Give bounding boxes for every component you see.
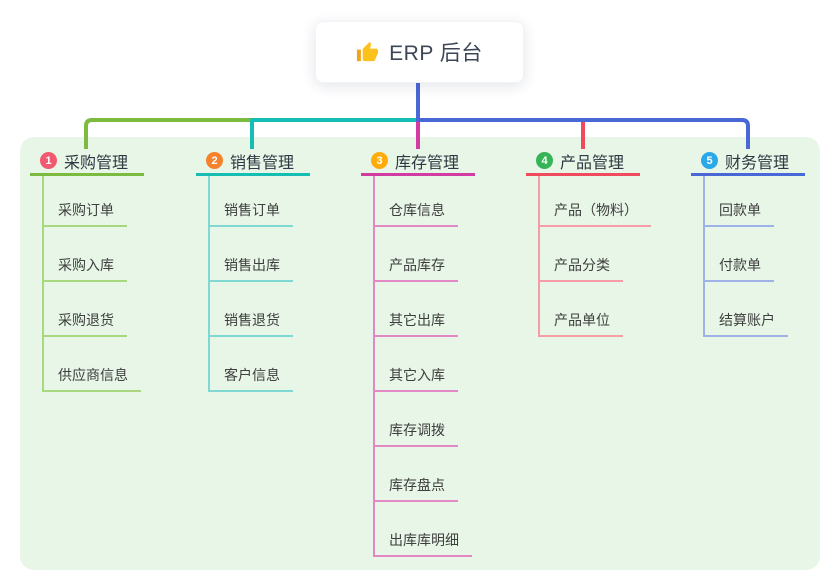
branch-label: 财务管理 [725, 154, 790, 172]
child-label: 库存调拨 [375, 420, 458, 447]
child-node[interactable]: 库存盘点 [375, 447, 472, 502]
child-node[interactable]: 客户信息 [210, 337, 293, 392]
child-node[interactable]: 采购入库 [44, 227, 141, 282]
child-label: 产品（物料） [540, 200, 651, 227]
branch-label: 库存管理 [395, 154, 460, 172]
child-label: 采购退货 [44, 310, 127, 337]
branch-product: 4 产品管理 产品（物料） 产品分类 产品单位 [526, 148, 686, 337]
branch-label: 销售管理 [230, 154, 295, 172]
branch-label: 产品管理 [560, 154, 625, 172]
child-node[interactable]: 供应商信息 [44, 337, 141, 392]
branch-badge: 1 [40, 152, 57, 169]
branch-children: 销售订单 销售出库 销售退货 客户信息 [208, 176, 293, 392]
child-label: 产品分类 [540, 255, 623, 282]
branch-children: 仓库信息 产品库存 其它出库 其它入库 库存调拨 库存盘点 出库库明细 [373, 176, 472, 557]
branch-header-finance[interactable]: 5 财务管理 [691, 148, 805, 176]
child-label: 仓库信息 [375, 200, 458, 227]
branch-header-purchase[interactable]: 1 采购管理 [30, 148, 144, 176]
child-node[interactable]: 销售出库 [210, 227, 293, 282]
child-label: 其它入库 [375, 365, 458, 392]
child-node[interactable]: 结算账户 [705, 282, 788, 337]
child-node[interactable]: 出库库明细 [375, 502, 472, 557]
child-node[interactable]: 库存调拨 [375, 392, 472, 447]
child-label: 客户信息 [210, 365, 293, 392]
branch-header-product[interactable]: 4 产品管理 [526, 148, 640, 176]
child-label: 产品库存 [375, 255, 458, 282]
child-label: 供应商信息 [44, 365, 141, 392]
child-node[interactable]: 产品分类 [540, 227, 651, 282]
thumbs-up-icon [357, 41, 379, 61]
child-node[interactable]: 产品（物料） [540, 176, 651, 227]
child-node[interactable]: 产品库存 [375, 227, 472, 282]
branch-sales: 2 销售管理 销售订单 销售出库 销售退货 客户信息 [196, 148, 356, 392]
child-label: 付款单 [705, 255, 774, 282]
child-label: 回款单 [705, 200, 774, 227]
child-node[interactable]: 采购退货 [44, 282, 141, 337]
child-label: 出库库明细 [375, 530, 472, 557]
branch-badge: 3 [371, 152, 388, 169]
child-node[interactable]: 销售订单 [210, 176, 293, 227]
child-label: 结算账户 [705, 310, 788, 337]
branch-badge: 5 [701, 152, 718, 169]
branch-badge: 2 [206, 152, 223, 169]
branch-header-sales[interactable]: 2 销售管理 [196, 148, 310, 176]
child-node[interactable]: 回款单 [705, 176, 788, 227]
child-node[interactable]: 仓库信息 [375, 176, 472, 227]
branch-header-inventory[interactable]: 3 库存管理 [361, 148, 475, 176]
branch-children: 产品（物料） 产品分类 产品单位 [538, 176, 651, 337]
branch-badge: 4 [536, 152, 553, 169]
child-node[interactable]: 产品单位 [540, 282, 651, 337]
child-node[interactable]: 销售退货 [210, 282, 293, 337]
root-title: ERP 后台 [389, 42, 483, 65]
child-label: 销售退货 [210, 310, 293, 337]
branch-label: 采购管理 [64, 154, 129, 172]
child-node[interactable]: 采购订单 [44, 176, 141, 227]
child-node[interactable]: 付款单 [705, 227, 788, 282]
branches-panel [20, 137, 820, 570]
child-label: 采购入库 [44, 255, 127, 282]
child-label: 产品单位 [540, 310, 623, 337]
branch-children: 回款单 付款单 结算账户 [703, 176, 788, 337]
child-label: 销售订单 [210, 200, 293, 227]
child-label: 销售出库 [210, 255, 293, 282]
child-node[interactable]: 其它入库 [375, 337, 472, 392]
child-label: 采购订单 [44, 200, 127, 227]
branch-children: 采购订单 采购入库 采购退货 供应商信息 [42, 176, 141, 392]
branch-finance: 5 财务管理 回款单 付款单 结算账户 [691, 148, 839, 337]
branch-inventory: 3 库存管理 仓库信息 产品库存 其它出库 其它入库 库存调拨 库存盘点 出库库… [361, 148, 521, 557]
root-node[interactable]: ERP 后台 [315, 21, 524, 83]
child-label: 库存盘点 [375, 475, 458, 502]
child-node[interactable]: 其它出库 [375, 282, 472, 337]
child-label: 其它出库 [375, 310, 458, 337]
branch-purchase: 1 采购管理 采购订单 采购入库 采购退货 供应商信息 [30, 148, 190, 392]
